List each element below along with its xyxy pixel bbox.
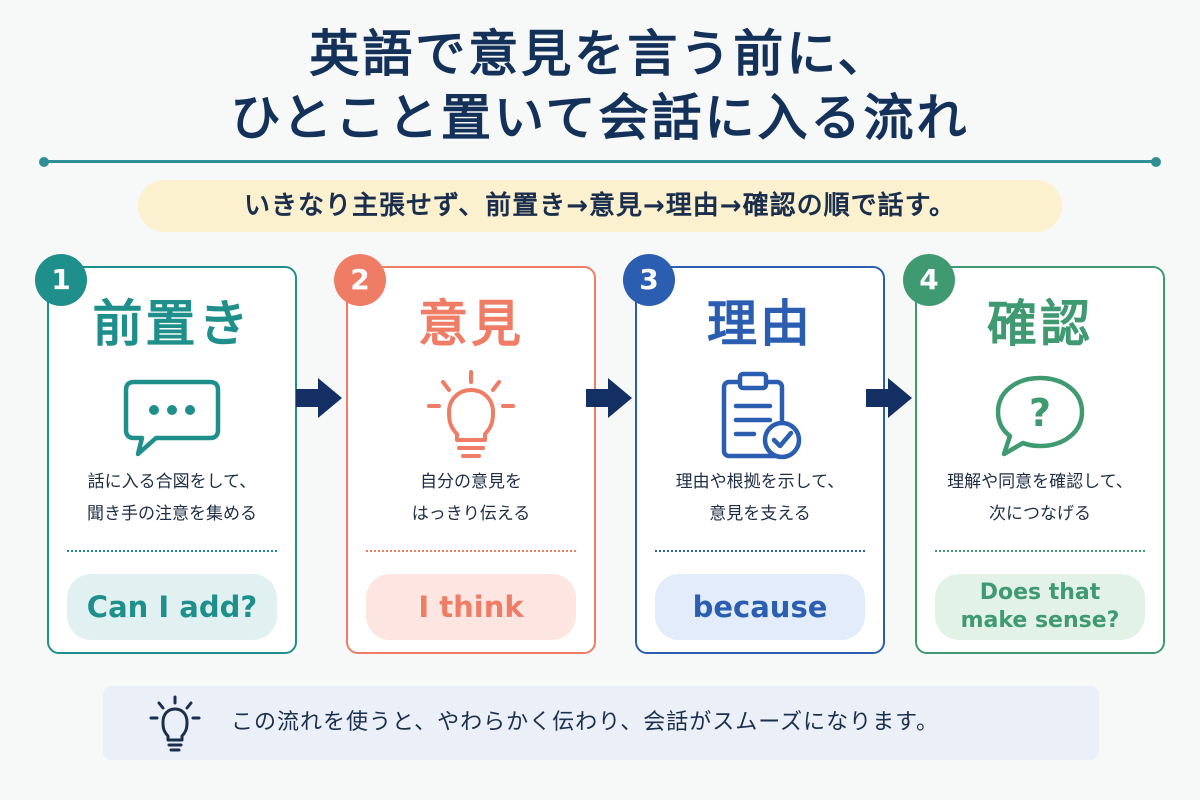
footer-text: この流れを使うと、やわらかく伝わり、会話がスムーズになります。: [231, 710, 939, 735]
step-separator-2: [366, 550, 576, 552]
step-description-4: 理解や同意を確認して、 次につなげる: [947, 472, 1133, 524]
arrow-right-icon: [866, 378, 912, 418]
step-separator-1: [67, 550, 277, 552]
question-bubble-icon: ?: [995, 375, 1085, 457]
svg-text:?: ?: [1029, 391, 1051, 435]
step-badge-2: 2: [334, 254, 386, 306]
step-badge-1: 1: [35, 254, 87, 306]
step-card-confirm: 4 確認 ? 理解や同意を確認して、 次につなげる Does that make…: [903, 254, 1165, 654]
step-card-opinion: 2 意見 自分の意見を はっきり伝える I think: [334, 254, 596, 654]
step-description-3: 理由や根拠を示して、 意見を支える: [675, 472, 845, 524]
step-phrase-2: I think: [366, 574, 576, 640]
step-card-reason: 3 理由 理由や根拠を示して、 意見を支える because: [623, 254, 885, 654]
step-card-preface: 1 前置き 話に入る合図をして、 聞き手の注意を集める Can I add?: [35, 254, 297, 654]
divider-dot-right: [1151, 156, 1161, 167]
step-separator-3: [655, 550, 865, 552]
arrow-right-icon: [586, 378, 632, 418]
step-heading-2: 意見: [418, 295, 524, 353]
step-heading-3: 理由: [707, 295, 813, 353]
step-phrase-4: Does that make sense?: [935, 574, 1145, 640]
title-line-2: ひとこと置いて会話に入る流れ: [230, 89, 970, 147]
step-heading-1: 前置き: [92, 295, 252, 353]
footer-note: この流れを使うと、やわらかく伝わり、会話がスムーズになります。: [103, 686, 1099, 760]
divider-dot-left: [39, 156, 49, 167]
lightbulb-icon: [149, 695, 201, 752]
subtitle-banner: いきなり主張せず、前置き→意見→理由→確認の順で話す。: [138, 180, 1062, 232]
step-badge-3: 3: [623, 254, 675, 306]
lightbulb-icon: [427, 370, 515, 458]
clipboard-check-icon: [721, 371, 802, 460]
arrow-right-icon: [296, 378, 342, 418]
step-phrase-4-line-2: make sense?: [960, 608, 1120, 633]
step-badge-4: 4: [903, 254, 955, 306]
speech-bubble-icon: [123, 379, 221, 457]
step-separator-4: [935, 550, 1145, 552]
step-phrase-4-line-1: Does that: [979, 580, 1101, 605]
step-heading-4: 確認: [987, 295, 1093, 353]
title-line-1: 英語で意見を言う前に、: [309, 25, 891, 83]
step-description-1: 話に入る合図をして、 聞き手の注意を集める: [87, 472, 257, 524]
page-title: 英語で意見を言う前に、 ひとこと置いて会話に入る流れ: [0, 22, 1200, 150]
step-phrase-3: because: [655, 574, 865, 640]
step-description-2: 自分の意見を はっきり伝える: [411, 472, 531, 524]
title-divider: [39, 156, 1161, 167]
step-phrase-1: Can I add?: [67, 574, 277, 640]
